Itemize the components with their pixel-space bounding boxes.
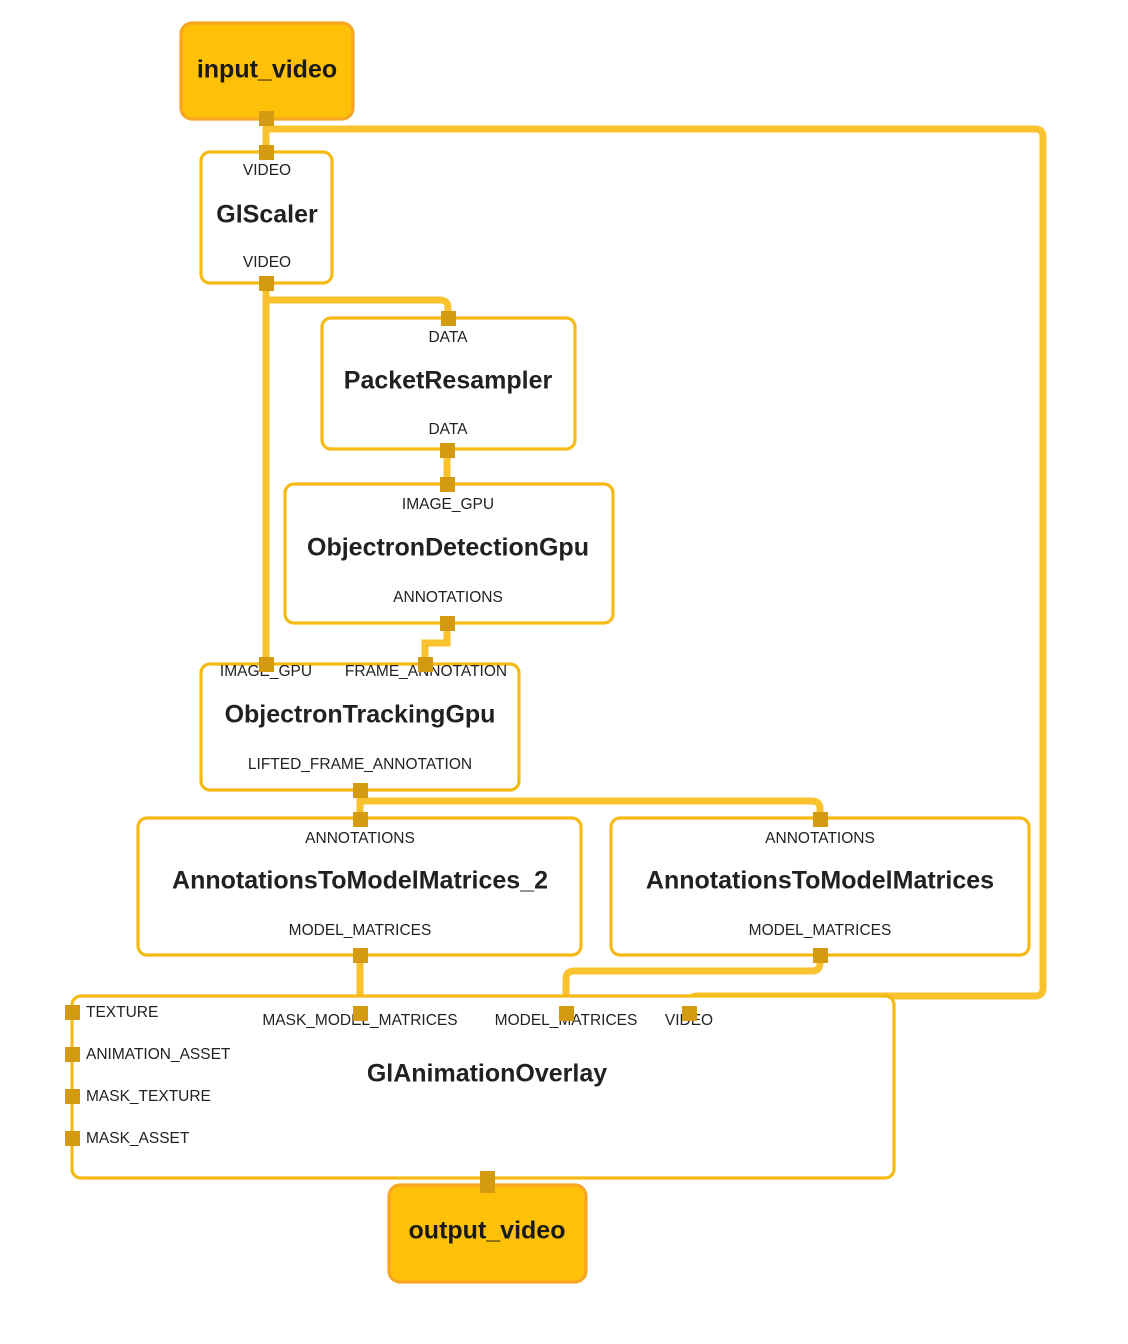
glscaler-output-port-label: VIDEO: [243, 254, 291, 271]
node-packetresampler[interactable]: DATA PacketResampler DATA: [320, 316, 577, 451]
port-glao-in-texture[interactable]: [65, 1005, 80, 1020]
port-layer: [65, 111, 828, 1193]
atmm2-title: AnnotationsToModelMatrices_2: [172, 867, 548, 895]
packetresampler-title: PacketResampler: [344, 367, 553, 395]
objectron-detection-gpu-title: ObjectronDetectionGpu: [307, 534, 589, 562]
atmm-input-port-label: ANNOTATIONS: [765, 830, 875, 847]
node-annotations-to-model-matrices[interactable]: ANNOTATIONS AnnotationsToModelMatrices M…: [609, 816, 1031, 957]
port-atmm2-in-annotations[interactable]: [353, 812, 368, 827]
glscaler-input-port-label: VIDEO: [243, 162, 291, 179]
port-glao-in-video[interactable]: [682, 1006, 697, 1021]
glao-port-label-texture: TEXTURE: [86, 1004, 158, 1021]
node-objectron-detection-gpu[interactable]: IMAGE_GPU ObjectronDetectionGpu ANNOTATI…: [283, 482, 615, 625]
port-detection-out-annotations[interactable]: [440, 616, 455, 631]
objectron-tracking-gpu-title: ObjectronTrackingGpu: [225, 701, 496, 729]
port-glao-in-model-matrices[interactable]: [559, 1006, 574, 1021]
port-packetresampler-in-data[interactable]: [441, 311, 456, 326]
edge-glscaler-to-packetresampler: [262, 283, 452, 322]
packetresampler-input-port-label: DATA: [428, 329, 468, 346]
port-packetresampler-out-data[interactable]: [440, 443, 455, 458]
node-annotations-to-model-matrices-2[interactable]: ANNOTATIONS AnnotationsToModelMatrices_2…: [136, 816, 583, 957]
edge-tracking-to-atmm: [360, 797, 824, 820]
edge-atmm-to-overlay-model-matrices: [562, 955, 824, 1013]
glao-port-label-animation-asset: ANIMATION_ASSET: [86, 1046, 231, 1063]
atmm-output-port-label: MODEL_MATRICES: [749, 922, 892, 939]
port-atmm2-out-model-matrices[interactable]: [353, 948, 368, 963]
port-tracking-out-lifted-frame-annotation[interactable]: [353, 783, 368, 798]
node-gl-animation-overlay[interactable]: TEXTURE ANIMATION_ASSET MASK_TEXTURE MAS…: [70, 994, 896, 1180]
edge-detection-to-tracking-frame-annotation: [421, 623, 451, 668]
input-video-label: input_video: [197, 56, 337, 84]
glscaler-title: GlScaler: [216, 201, 318, 229]
objectron-tracking-gpu-output-port-label: LIFTED_FRAME_ANNOTATION: [248, 756, 472, 773]
objectron-detection-gpu-output-port-label: ANNOTATIONS: [393, 589, 503, 606]
node-output-video[interactable]: output_video: [387, 1183, 588, 1284]
atmm2-output-port-label: MODEL_MATRICES: [289, 922, 432, 939]
glao-port-label-mask-texture: MASK_TEXTURE: [86, 1088, 211, 1105]
port-glao-in-mask-model-matrices[interactable]: [353, 1006, 368, 1021]
port-glscaler-out-video[interactable]: [259, 276, 274, 291]
atmm-title: AnnotationsToModelMatrices: [646, 867, 994, 895]
node-glscaler[interactable]: VIDEO GlScaler VIDEO: [199, 150, 334, 285]
packetresampler-output-port-label: DATA: [428, 421, 468, 438]
port-tracking-in-image-gpu[interactable]: [259, 657, 274, 672]
port-glao-in-animation-asset[interactable]: [65, 1047, 80, 1062]
port-glscaler-in-video[interactable]: [259, 145, 274, 160]
port-input-video-out[interactable]: [259, 111, 274, 126]
node-objectron-tracking-gpu[interactable]: IMAGE_GPU FRAME_ANNOTATION ObjectronTrac…: [199, 662, 521, 792]
port-glao-in-mask-texture[interactable]: [65, 1089, 80, 1104]
node-input-video[interactable]: input_video: [179, 21, 355, 121]
objectron-detection-gpu-input-port-label: IMAGE_GPU: [402, 496, 494, 513]
atmm2-input-port-label: ANNOTATIONS: [305, 830, 415, 847]
output-video-label: output_video: [409, 1217, 566, 1245]
port-atmm-in-annotations[interactable]: [813, 812, 828, 827]
port-detection-in-image-gpu[interactable]: [440, 477, 455, 492]
gl-animation-overlay-title: GlAnimationOverlay: [367, 1060, 607, 1088]
port-tracking-in-frame-annotation[interactable]: [418, 657, 433, 672]
port-glao-in-mask-asset[interactable]: [65, 1131, 80, 1146]
port-atmm-out-model-matrices[interactable]: [813, 948, 828, 963]
glao-port-label-mask-asset: MASK_ASSET: [86, 1130, 190, 1147]
port-output-video-in[interactable]: [480, 1178, 495, 1193]
